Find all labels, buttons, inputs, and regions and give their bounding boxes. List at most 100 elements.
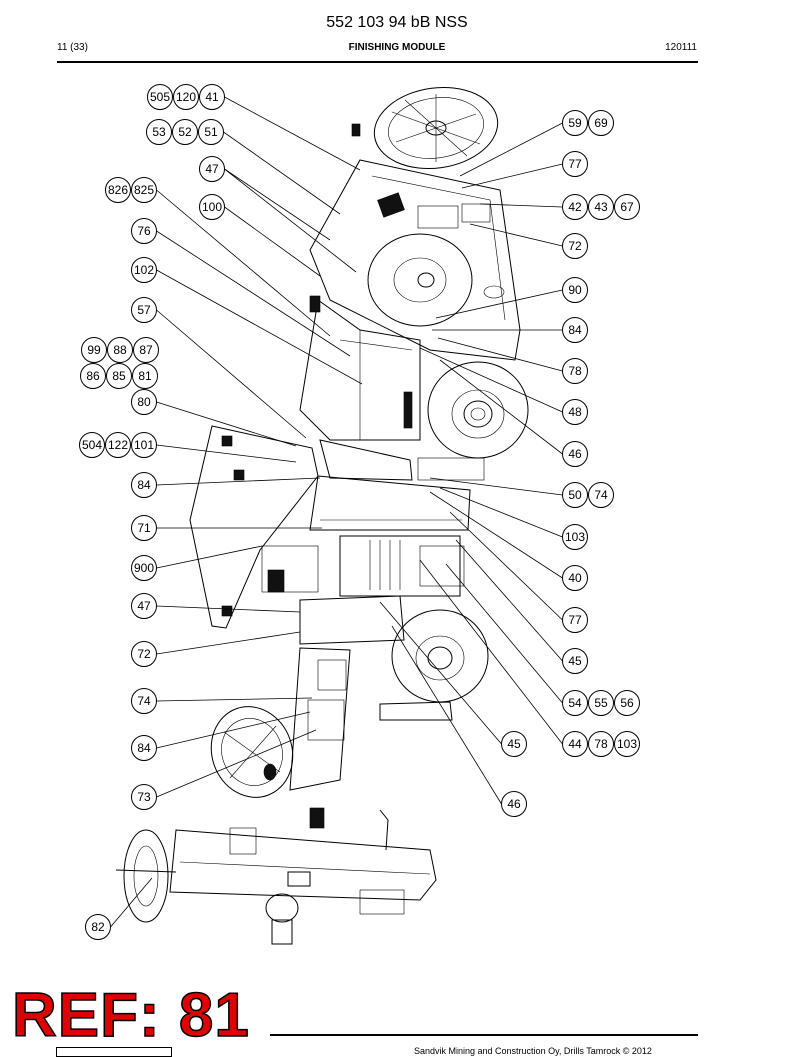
callout-84: 84 [131,472,157,498]
callout-balloon [131,218,157,244]
callout-number: 88 [113,343,127,357]
callout-48: 48 [562,399,588,425]
leader-lines [110,96,563,928]
callout-balloon [132,363,158,389]
leader-line [429,491,563,579]
callout-number: 71 [137,521,151,535]
callout-76: 76 [131,218,157,244]
leader-line [156,477,321,486]
callout-number: 99 [87,343,101,357]
callout-balloon [131,593,157,619]
callout-number: 78 [568,364,582,378]
callout-balloon [131,472,157,498]
leader-line [156,309,307,439]
callout-number: 84 [137,741,151,755]
leader-line [156,230,351,357]
callout-46: 46 [501,791,527,817]
leader-line [469,223,563,247]
callout-balloon [562,441,588,467]
callout-balloon [562,399,588,425]
callout-number: 69 [594,116,608,130]
callout-balloon [172,119,198,145]
leader-line [479,203,563,208]
callout-balloon [107,337,133,363]
callout-number: 504 [82,438,102,452]
leader-line [156,729,317,798]
callout-balloon [562,482,588,508]
callout-balloon [562,277,588,303]
leader-line [224,168,331,241]
callout-102: 102 [131,257,157,283]
leader-line [110,877,153,928]
callout-balloon [562,690,588,716]
callout-84: 84 [131,735,157,761]
callout-number: 56 [620,696,634,710]
callout-84: 84 [562,317,588,343]
callout-number: 78 [594,737,608,751]
callout-balloon [199,194,225,220]
callout-number: 72 [137,647,151,661]
callout-number: 40 [568,571,582,585]
callout-number: 67 [620,200,634,214]
callout-72: 72 [131,641,157,667]
callout-number: 77 [568,613,582,627]
callout-number: 86 [86,369,100,383]
callout-number: 47 [205,162,219,176]
callout-balloon [562,151,588,177]
leader-line [156,189,331,337]
callout-balloon [562,194,588,220]
callout-40: 40 [562,565,588,591]
callout-57: 57 [131,297,157,323]
callout-balloon [131,257,157,283]
callout-number: 43 [594,200,608,214]
leader-line [379,601,502,745]
callout-number: 41 [205,90,219,104]
callout-balloon [131,177,157,203]
callout-77: 77 [562,151,588,177]
callout-balloon [133,337,159,363]
callout-number: 122 [108,438,128,452]
callout-number: 101 [134,438,154,452]
reference-watermark: REF: 81 [11,981,250,1050]
callout-balloon [131,515,157,541]
callout-balloon [85,914,111,940]
callout-number: 44 [568,737,582,751]
sandvik-logo [56,1047,172,1057]
callout-number: 51 [204,125,218,139]
callout-balloon [199,84,225,110]
callout-73: 73 [131,784,157,810]
leader-line [435,289,563,319]
leader-line [224,96,361,171]
leader-line [156,269,363,385]
callout-71: 71 [131,515,157,541]
callout-balloon [146,119,172,145]
callout-balloon [588,690,614,716]
callout-balloon [562,648,588,674]
document-title: 552 103 94 bB NSS [326,14,468,31]
callout-balloon [614,194,640,220]
callout-balloon [131,641,157,667]
callout-number: 74 [594,488,608,502]
callout-balloon [173,84,199,110]
callout-number: 505 [150,90,170,104]
footer-rule [270,1034,698,1036]
leader-line [156,444,297,463]
leader-line [224,206,321,277]
callout-balloon [198,119,224,145]
callout-number: 900 [134,561,154,575]
callout-number: 100 [202,200,222,214]
callout-number: 52 [178,125,192,139]
callout-balloon [562,731,588,757]
leader-line [449,511,563,621]
callout-balloon [106,363,132,389]
callout-number: 47 [137,599,151,613]
callout-balloon [562,358,588,384]
callout-number: 54 [568,696,582,710]
callout-47: 47 [199,156,225,182]
callout-number: 82 [91,920,105,934]
